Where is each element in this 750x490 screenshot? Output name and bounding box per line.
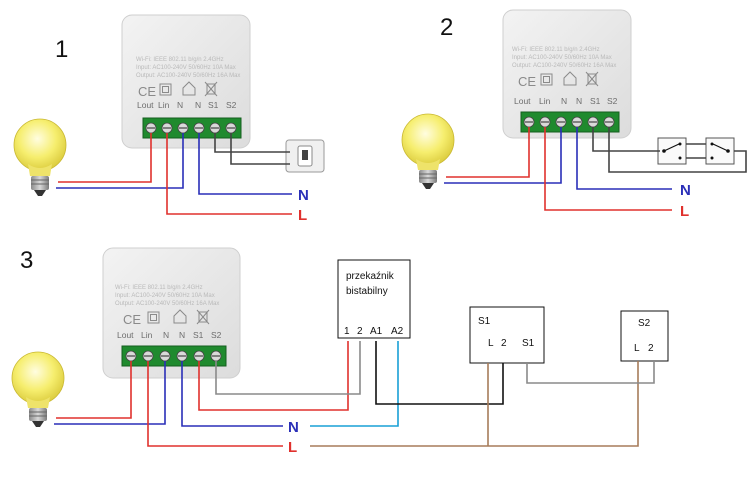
svg-text:CE: CE <box>123 312 141 327</box>
terminal-label: S1 <box>208 100 219 110</box>
indoor-use-icon <box>182 81 196 96</box>
smart-switch-module: Wi-Fi: IEEE 802.11 b/g/n 2.4GHz Input: A… <box>102 247 241 379</box>
double-insulation-icon <box>540 73 553 86</box>
terminal-label: N <box>163 330 169 340</box>
terminal-label: N <box>561 96 567 106</box>
switch-s1-pin: 2 <box>501 338 507 349</box>
smart-switch-module: Wi-Fi: IEEE 802.11 b/g/n 2.4GHz Input: A… <box>121 14 251 149</box>
light-bulb-icon <box>13 118 67 196</box>
terminal-label: Lout <box>514 96 531 106</box>
spec-line: Output: AC100-240V 50/60Hz 16A Max <box>512 63 616 69</box>
diagram-1: 1 Wi-Fi: IEEE 802.11 b/g/n 2.4GHz Input:… <box>13 14 325 224</box>
terminal-label: N <box>195 100 201 110</box>
terminal-block <box>121 345 227 367</box>
neutral-label: N <box>288 419 299 436</box>
double-insulation-icon <box>159 83 172 96</box>
terminal-label: S2 <box>607 96 618 106</box>
relay-title: bistabilny <box>346 286 388 297</box>
spec-line: Input: AC100-240V 50/60Hz 10A Max <box>512 55 612 61</box>
terminal-label: Lin <box>141 330 153 340</box>
neutral-label: N <box>680 182 691 199</box>
spec-line: Output: AC100-240V 50/60Hz 16A Max <box>115 301 219 307</box>
relay-pin-label: A2 <box>391 326 404 337</box>
wires <box>56 133 292 215</box>
diagram-2-number: 2 <box>440 14 453 41</box>
relay-pin-label: 1 <box>344 326 350 337</box>
indoor-use-icon <box>173 309 187 324</box>
spec-line: Wi-Fi: IEEE 802.11 b/g/n 2.4GHz <box>115 285 203 291</box>
switch-s2-pin: 2 <box>648 343 654 354</box>
switch-s2-box: S2 L 2 <box>620 310 669 362</box>
terminal-label: Lin <box>158 100 170 110</box>
wires <box>54 341 655 447</box>
switch-s2-pin: L <box>634 343 640 354</box>
svg-text:CE: CE <box>138 84 156 99</box>
terminal-label: N <box>179 330 185 340</box>
ce-mark-icon: CE <box>123 312 141 327</box>
terminal-block <box>142 117 242 139</box>
ce-mark-icon: CE <box>518 74 536 89</box>
weee-bin-icon <box>585 71 599 87</box>
neutral-label: N <box>298 187 309 204</box>
line-label: L <box>298 207 307 224</box>
diagram-3-number: 3 <box>20 247 33 274</box>
light-bulb-icon <box>11 351 65 427</box>
line-label: L <box>288 439 297 456</box>
two-way-switch-icon <box>657 137 687 165</box>
relay-pin-label: 2 <box>357 326 363 337</box>
terminal-label: N <box>576 96 582 106</box>
terminal-label: Lin <box>539 96 551 106</box>
ce-mark-icon: CE <box>138 84 156 99</box>
terminal-label: S1 <box>590 96 601 106</box>
switch-s1-title: S1 <box>478 316 491 327</box>
terminal-label: Lout <box>117 330 134 340</box>
switch-s1-pin: S1 <box>522 338 535 349</box>
terminal-label: S2 <box>211 330 222 340</box>
terminal-label: S2 <box>226 100 237 110</box>
two-way-switch-icon <box>705 137 735 165</box>
switch-s1-box: S1 L 2 S1 <box>469 306 545 364</box>
spec-line: Wi-Fi: IEEE 802.11 b/g/n 2.4GHz <box>136 57 224 63</box>
spec-line: Input: AC100-240V 50/60Hz 10A Max <box>136 65 236 71</box>
terminal-label: N <box>177 100 183 110</box>
double-insulation-icon <box>147 311 160 324</box>
wires <box>444 127 747 211</box>
weee-bin-icon <box>196 309 210 325</box>
terminal-label: Lout <box>137 100 154 110</box>
light-bulb-icon <box>401 113 455 189</box>
indoor-use-icon <box>563 71 577 86</box>
smart-switch-module: Wi-Fi: IEEE 802.11 b/g/n 2.4GHz Input: A… <box>502 9 632 139</box>
spec-line: Wi-Fi: IEEE 802.11 b/g/n 2.4GHz <box>512 47 600 53</box>
relay-pin-label: A1 <box>370 326 383 337</box>
relay-title: przekaźnik <box>346 271 395 282</box>
wall-switch-icon <box>285 139 325 173</box>
switch-s2-title: S2 <box>638 318 651 329</box>
spec-line: Output: AC100-240V 50/60Hz 16A Max <box>136 73 240 79</box>
line-label: L <box>680 203 689 220</box>
terminal-block <box>520 111 620 133</box>
switch-s1-pin: L <box>488 338 494 349</box>
svg-text:CE: CE <box>518 74 536 89</box>
spec-line: Input: AC100-240V 50/60Hz 10A Max <box>115 293 215 299</box>
diagram-1-number: 1 <box>55 36 68 63</box>
diagram-2: 2 Wi-Fi: IEEE 802.11 b/g/n 2.4GHz Input:… <box>401 9 747 220</box>
bistable-relay-box: przekaźnik bistabilny 1 2 A1 A2 <box>337 259 411 339</box>
diagram-3: 3 Wi-Fi: IEEE 802.11 b/g/n 2.4GHz Input:… <box>11 247 669 456</box>
terminal-label: S1 <box>193 330 204 340</box>
weee-bin-icon <box>204 81 218 97</box>
